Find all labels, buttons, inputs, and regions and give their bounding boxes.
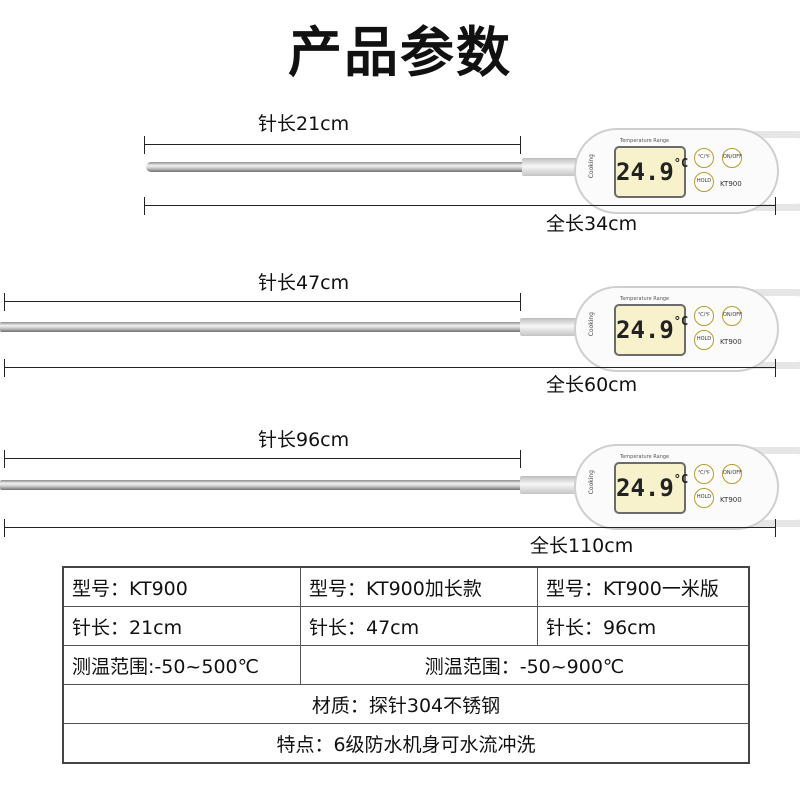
model-cell: 型号：KT900一米版 — [537, 566, 750, 607]
table-row: 材质：探针304不锈钢 — [62, 684, 750, 724]
needle-length-label: 针长21cm — [258, 113, 350, 135]
probe-collar — [522, 158, 588, 176]
unit-toggle-button: ℃/℉ — [694, 148, 714, 168]
table-row: 测温范围:-50~500℃ 测温范围：-50~900℃ — [62, 645, 750, 685]
model-label: KT900 — [720, 496, 742, 504]
needle-length-cell: 针长：96cm — [537, 606, 750, 646]
lcd-display: 24.9°C — [614, 304, 688, 356]
probe-needle — [146, 162, 526, 172]
thermometer-device: Temperature Range Cooking 24.9°C ℃/℉ ON/… — [574, 444, 800, 530]
total-length-label: 全长34cm — [546, 213, 638, 235]
needle-dimension-line — [4, 293, 521, 311]
power-button: ON/OFF — [722, 306, 742, 326]
probe-needle — [0, 480, 530, 490]
hanging-loop — [724, 131, 800, 211]
needle-length-label: 针长96cm — [258, 429, 350, 451]
table-row: 针长：21cm 针长：47cm 针长：96cm — [62, 606, 750, 646]
hold-button: HOLD — [694, 172, 714, 192]
page-title: 产品参数 — [288, 21, 512, 84]
probe-needle — [0, 322, 526, 332]
model-cell: 型号：KT900加长款 — [300, 566, 538, 607]
total-length-label: 全长60cm — [546, 374, 638, 396]
side-label: Cooking — [588, 154, 595, 179]
hold-button: HOLD — [694, 330, 714, 350]
total-dimension-line — [4, 359, 776, 377]
material-cell: 材质：探针304不锈钢 — [62, 684, 750, 724]
table-row: 特点：6级防水机身可水流冲洗 — [62, 723, 750, 764]
thermometer-device: Temperature Range Cooking 24.9°C ℃/℉ ON/… — [574, 128, 800, 214]
probe-collar — [520, 476, 586, 494]
lcd-display: 24.9°C — [614, 462, 688, 514]
side-label: Cooking — [588, 470, 595, 495]
temp-range-cell: 测温范围：-50~900℃ — [300, 645, 750, 685]
unit-toggle-button: ℃/℉ — [694, 306, 714, 326]
needle-length-cell: 针长：47cm — [300, 606, 538, 646]
hold-button: HOLD — [694, 488, 714, 508]
total-length-label: 全长110cm — [530, 535, 634, 557]
power-button: ON/OFF — [722, 148, 742, 168]
unit-toggle-button: ℃/℉ — [694, 464, 714, 484]
probe-collar — [520, 318, 586, 336]
needle-length-label: 针长47cm — [258, 272, 350, 294]
temp-range-cell: 测温范围:-50~500℃ — [62, 645, 301, 685]
model-label: KT900 — [720, 180, 742, 188]
thermometer-device: Temperature Range Cooking 24.9°C ℃/℉ ON/… — [574, 286, 800, 372]
hanging-loop — [724, 289, 800, 369]
table-row: 型号：KT900 型号：KT900加长款 型号：KT900一米版 — [62, 566, 750, 607]
feature-cell: 特点：6级防水机身可水流冲洗 — [62, 723, 750, 764]
lcd-display: 24.9°C — [614, 146, 688, 198]
needle-dimension-line — [144, 136, 521, 154]
hanging-loop — [724, 447, 800, 527]
spec-table: 型号：KT900 型号：KT900加长款 型号：KT900一米版 针长：21cm… — [62, 566, 750, 764]
side-label: Cooking — [588, 312, 595, 337]
needle-dimension-line — [4, 450, 521, 468]
power-button: ON/OFF — [722, 464, 742, 484]
model-cell: 型号：KT900 — [62, 566, 301, 607]
needle-length-cell: 针长：21cm — [62, 606, 301, 646]
total-dimension-line — [4, 519, 776, 537]
model-label: KT900 — [720, 338, 742, 346]
total-dimension-line — [144, 197, 776, 215]
